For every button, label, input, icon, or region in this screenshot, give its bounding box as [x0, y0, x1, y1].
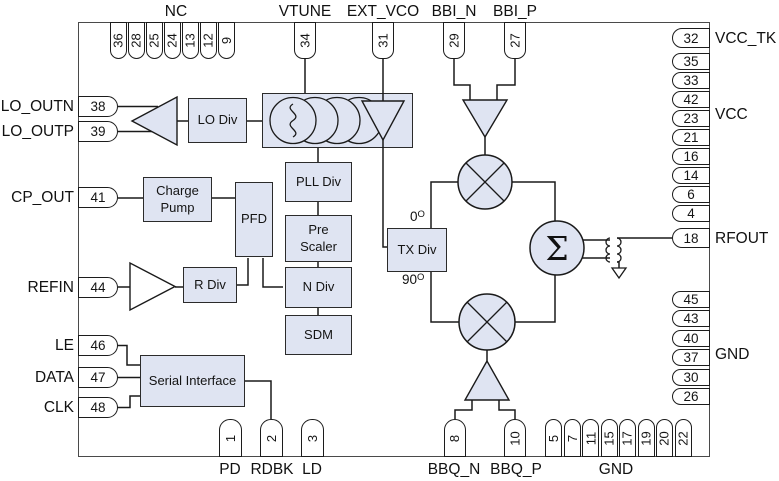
- pin-35: 35: [672, 53, 710, 70]
- pin-25: 25: [146, 22, 163, 59]
- pin-42: 42: [672, 91, 710, 108]
- label-cp-out: CP_OUT: [11, 189, 74, 206]
- pin-36: 36: [110, 22, 127, 59]
- pin-10: 10: [504, 419, 526, 457]
- pin-40: 40: [672, 330, 710, 347]
- pin-27: 27: [504, 22, 526, 59]
- label-gnd-bottom: GND: [598, 461, 634, 478]
- label-vtune: VTUNE: [278, 3, 332, 20]
- pin-38: 38: [78, 96, 118, 117]
- pin-39: 39: [78, 121, 118, 142]
- label-bbq-n: BBQ_N: [427, 461, 481, 478]
- pin-15: 15: [601, 419, 618, 457]
- label-data: DATA: [34, 369, 74, 386]
- pin-29: 29: [443, 22, 465, 59]
- label-clk: CLK: [43, 399, 74, 416]
- label-ext-vco: EXT_VCO: [346, 3, 420, 20]
- block-n-div: N Div: [285, 267, 352, 308]
- block-r-div: R Div: [183, 267, 237, 303]
- label-le: LE: [55, 337, 74, 354]
- pin-11: 11: [582, 419, 599, 457]
- pin-6: 6: [672, 186, 710, 203]
- pin-43: 43: [672, 310, 710, 327]
- label-lo-outp: LO_OUTP: [1, 123, 74, 140]
- pin-48: 48: [78, 397, 118, 418]
- pin-23: 23: [672, 110, 710, 127]
- label-rfout: RFOUT: [715, 230, 769, 247]
- label-vcc-tk: VCC_TK: [715, 30, 777, 47]
- block-serial-interface: Serial Interface: [140, 355, 245, 407]
- pin-1: 1: [219, 419, 242, 457]
- pin-45: 45: [672, 291, 710, 308]
- phase-90-label: 90O: [402, 272, 425, 287]
- pin-22: 22: [675, 419, 692, 457]
- label-bbi-p: BBI_P: [493, 3, 537, 20]
- pin-24: 24: [164, 22, 181, 59]
- block-lo-div: LO Div: [188, 98, 247, 143]
- pin-44: 44: [78, 277, 118, 298]
- pin-47: 47: [78, 367, 118, 388]
- pin-13: 13: [182, 22, 199, 59]
- label-rdbk: RDBK: [250, 461, 294, 478]
- pin-37: 37: [672, 349, 710, 366]
- pin-28: 28: [128, 22, 145, 59]
- label-gnd-right: GND: [715, 346, 750, 363]
- block-sdm: SDM: [285, 315, 352, 355]
- block-pre-scaler: Pre Scaler: [285, 215, 352, 262]
- pin-3: 3: [301, 419, 324, 457]
- block-tx-div: TX Div: [387, 228, 447, 272]
- label-ld: LD: [302, 461, 322, 478]
- block-charge-pump: Charge Pump: [143, 177, 212, 222]
- pin-9: 9: [218, 22, 235, 59]
- pin-8: 8: [444, 419, 466, 457]
- label-pd: PD: [219, 461, 241, 478]
- pin-26: 26: [672, 388, 710, 405]
- label-bbq-p: BBQ_P: [490, 461, 542, 478]
- block-vco: [262, 93, 413, 148]
- label-vcc: VCC: [715, 106, 748, 123]
- pin-34: 34: [294, 22, 316, 59]
- pin-46: 46: [78, 335, 118, 356]
- phase-0-label: 0O: [410, 209, 425, 224]
- pin-2: 2: [260, 419, 283, 457]
- pin-17: 17: [619, 419, 636, 457]
- pin-12: 12: [200, 22, 217, 59]
- pin-18: 18: [672, 228, 710, 248]
- pin-21: 21: [672, 129, 710, 146]
- pin-32: 32: [672, 28, 710, 48]
- pin-4: 4: [672, 205, 710, 222]
- pin-41: 41: [78, 187, 118, 208]
- pin-5: 5: [545, 419, 562, 457]
- pin-33: 33: [672, 72, 710, 89]
- pin-30: 30: [672, 369, 710, 386]
- pin-14: 14: [672, 167, 710, 184]
- pin-20: 20: [656, 419, 673, 457]
- pin-7: 7: [564, 419, 581, 457]
- pin-31: 31: [372, 22, 394, 59]
- block-pfd: PFD: [235, 182, 273, 257]
- label-bbi-n: BBI_N: [431, 3, 477, 20]
- label-nc: NC: [164, 3, 188, 20]
- label-lo-outn: LO_OUTN: [0, 98, 74, 115]
- summer-symbol: Σ: [545, 228, 569, 268]
- pin-16: 16: [672, 148, 710, 165]
- block-pll-div: PLL Div: [285, 162, 352, 202]
- pin-19: 19: [638, 419, 655, 457]
- label-refin: REFIN: [27, 279, 75, 296]
